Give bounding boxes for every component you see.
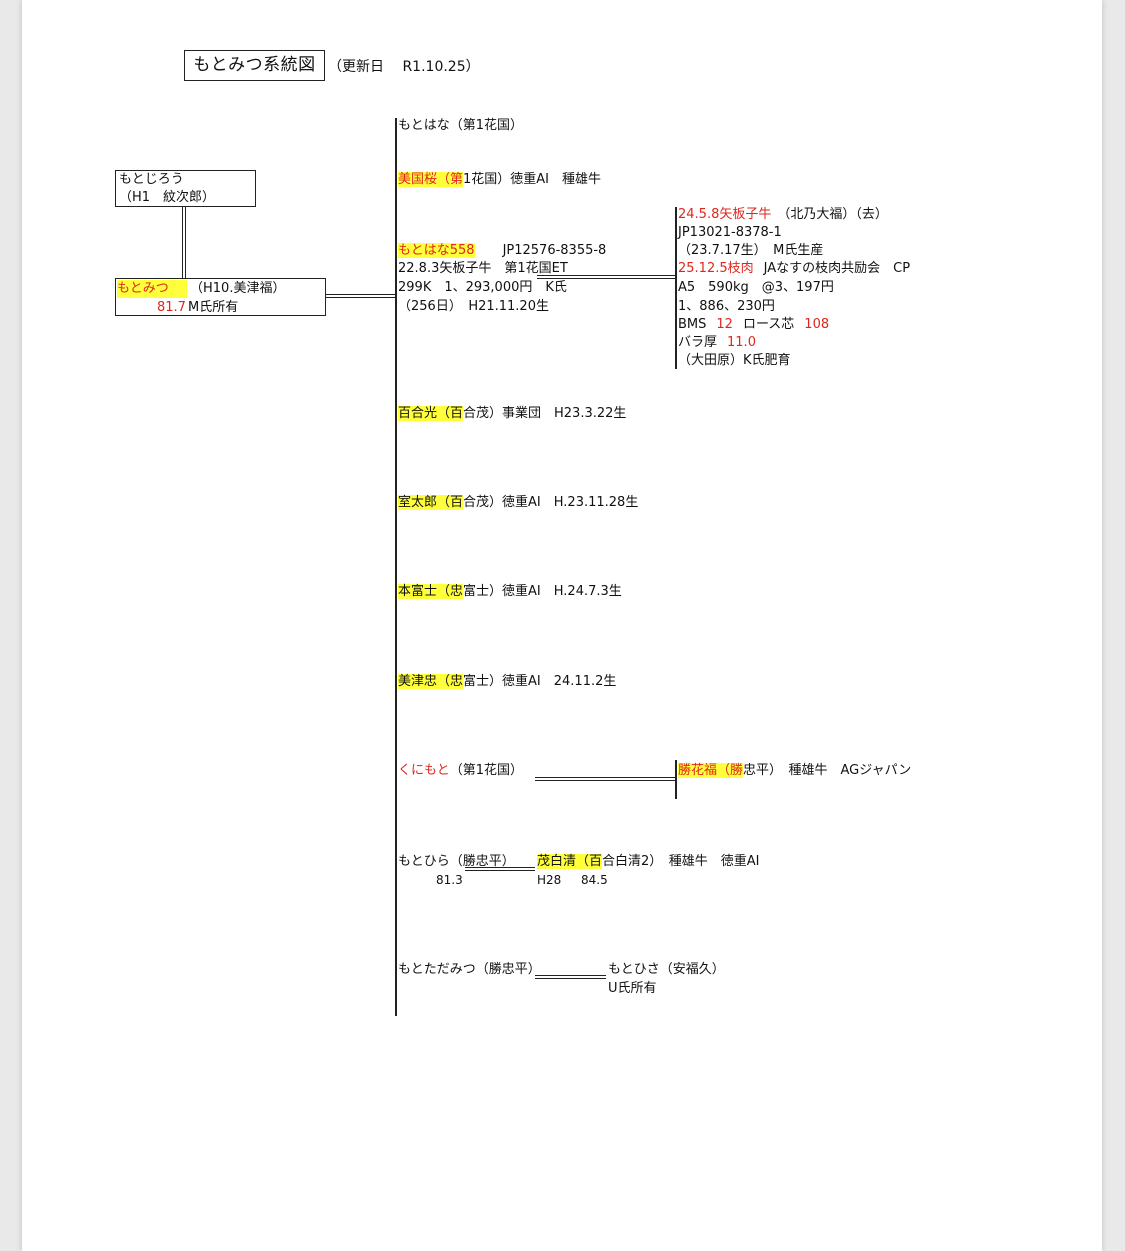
yaita-carcass-date: 25.12.5枝肉 (678, 261, 754, 276)
motodamitsu-connector (535, 975, 606, 979)
child-motohana: もとはな（第1花国） (398, 118, 524, 133)
grandchild-shigeshirakiyo-score: 84.5 (581, 873, 608, 887)
child-murotaro-name: 室太郎（百 (398, 495, 464, 510)
yaita-bara-value: 11.0 (727, 335, 756, 350)
yaita-bms-label: BMS (678, 317, 707, 332)
yaita-sale-date: 24.5.8矢板子牛 (678, 207, 772, 222)
child-motodamitsu: もとただみつ（勝忠平） (398, 962, 541, 977)
grandchild-shigeshirakiyo-detail: 合白清2） 種雄牛 徳重AI (602, 854, 760, 869)
sire-connector (182, 207, 186, 278)
grandchild-yaita-line9: （大田原）K氏肥育 (678, 353, 791, 368)
motohana558-connector (537, 275, 675, 279)
child-mitsutada-name: 美津忠（忠 (398, 674, 464, 689)
child-motofuji-detail: 富士）徳重AI H.24.7.3生 (463, 584, 622, 599)
grandchild-yaita-line7: BMS 12 ロース芯 108 (678, 316, 829, 334)
yaita-bms-value: 12 (716, 317, 733, 332)
child-motofuji: 本富士（忠富士）徳重AI H.24.7.3生 (398, 583, 622, 601)
grandchild-katsuhanafuku: 勝花福（勝忠平） 種雄牛 AGジャパン (678, 762, 911, 780)
main-score: 81.7 (157, 300, 186, 315)
main-connector (326, 294, 396, 298)
yaita-sale-detail: （北乃大福）（去） (777, 207, 888, 222)
grandchild-yaita-line1: 24.5.8矢板子牛 （北乃大福）（去） (678, 206, 888, 224)
update-date: （更新日 R1.10.25） (328, 59, 480, 75)
grandchild-yaita-line4: 25.12.5枝肉 JAなすの枝肉共励会 CP (678, 260, 910, 278)
main-name: もとみつ (117, 280, 187, 298)
child-kunimoto-detail: （第1花国） (449, 763, 524, 778)
grandchild-yaita-line8: バラ厚 11.0 (678, 334, 756, 352)
grandchild-yaita-line5: A5 590kg @3、197円 (678, 280, 834, 295)
grandchild-motohisa-owner: U氏所有 (608, 981, 657, 996)
grandchild-yaita-line2: JP13021-8378-1 (678, 225, 782, 240)
main-box (115, 278, 326, 316)
sire-box (115, 170, 256, 207)
grandchild-yaita-line6: 1、886、230円 (678, 299, 775, 314)
child-motohana558-line3: 299K 1、293,000円 K氏 (398, 280, 567, 295)
child-kunimoto-name: くにもと (398, 763, 450, 778)
main-owner: M氏所有 (188, 300, 239, 315)
child-motohana558-line2: 22.8.3矢板子牛 第1花国ET (398, 261, 568, 276)
child-motohana558-name: もとはな558 (398, 243, 475, 258)
grandchild-katsuhanafuku-name: 勝花福（勝 (678, 763, 744, 778)
sire-name: もとじろう (119, 172, 184, 187)
child-yurimitsu-name: 百合光（百 (398, 406, 464, 421)
grandchild-motohisa: もとひさ（安福久） (608, 962, 725, 977)
katsuhanafuku-bracket (675, 760, 677, 799)
grandchild-katsuhanafuku-detail: 忠平） 種雄牛 AGジャパン (743, 763, 912, 778)
grandchild-shigeshirakiyo-year: H28 (537, 873, 562, 887)
grandchild-shigeshirakiyo-name: 茂白清（百 (537, 854, 603, 869)
sire-sub: （H1 紋次郎） (119, 190, 216, 205)
trunk-line (395, 118, 397, 1016)
child-mitsutada: 美津忠（忠富士）徳重AI 24.11.2生 (398, 673, 616, 691)
child-murotaro-detail: 合茂）徳重AI H.23.11.28生 (463, 495, 639, 510)
yaita-rose-label: ロース芯 (742, 317, 795, 332)
yaita-bara-label: バラ厚 (678, 335, 718, 350)
child-motohira-score: 81.3 (436, 873, 463, 887)
child-mitsutada-detail: 富士）徳重AI 24.11.2生 (463, 674, 617, 689)
child-bikokuzakura: 美国桜（第1花国）徳重AI 種雄牛 (398, 171, 601, 189)
child-yurimitsu-detail: 合茂）事業団 H23.3.22生 (463, 406, 627, 421)
motohira-connector (465, 867, 535, 871)
child-bikokuzakura-name: 美国桜（第 (398, 172, 464, 187)
child-motofuji-name: 本富士（忠 (398, 584, 464, 599)
child-kunimoto: くにもと（第1花国） (398, 762, 523, 780)
child-motohira: もとひら（勝忠平） (398, 854, 515, 869)
child-yurimitsu: 百合光（百合茂）事業団 H23.3.22生 (398, 405, 626, 423)
child-murotaro: 室太郎（百合茂）徳重AI H.23.11.28生 (398, 494, 638, 512)
yaita-bracket (675, 207, 677, 369)
kunimoto-connector (535, 777, 675, 781)
child-motohana558: もとはな558 JP12576-8355-8 (398, 242, 606, 260)
child-motohana558-line4: （256日） H21.11.20生 (398, 299, 549, 314)
child-motohana558-id: JP12576-8355-8 (502, 243, 607, 258)
grandchild-shigeshirakiyo: 茂白清（百合白清2） 種雄牛 徳重AI (537, 853, 760, 871)
main-sub: （H10.美津福） (190, 281, 286, 296)
document-page: もとみつ系統図 （更新日 R1.10.25） もとじろう （H1 紋次郎） もと… (22, 0, 1102, 1251)
yaita-rose-value: 108 (804, 317, 830, 332)
child-bikokuzakura-detail: 1花国）徳重AI 種雄牛 (463, 172, 602, 187)
page-title: もとみつ系統図 (184, 50, 325, 81)
grandchild-yaita-line3: （23.7.17生） M氏生産 (678, 243, 824, 258)
yaita-carcass-detail: JAなすの枝肉共励会 CP (763, 261, 911, 276)
